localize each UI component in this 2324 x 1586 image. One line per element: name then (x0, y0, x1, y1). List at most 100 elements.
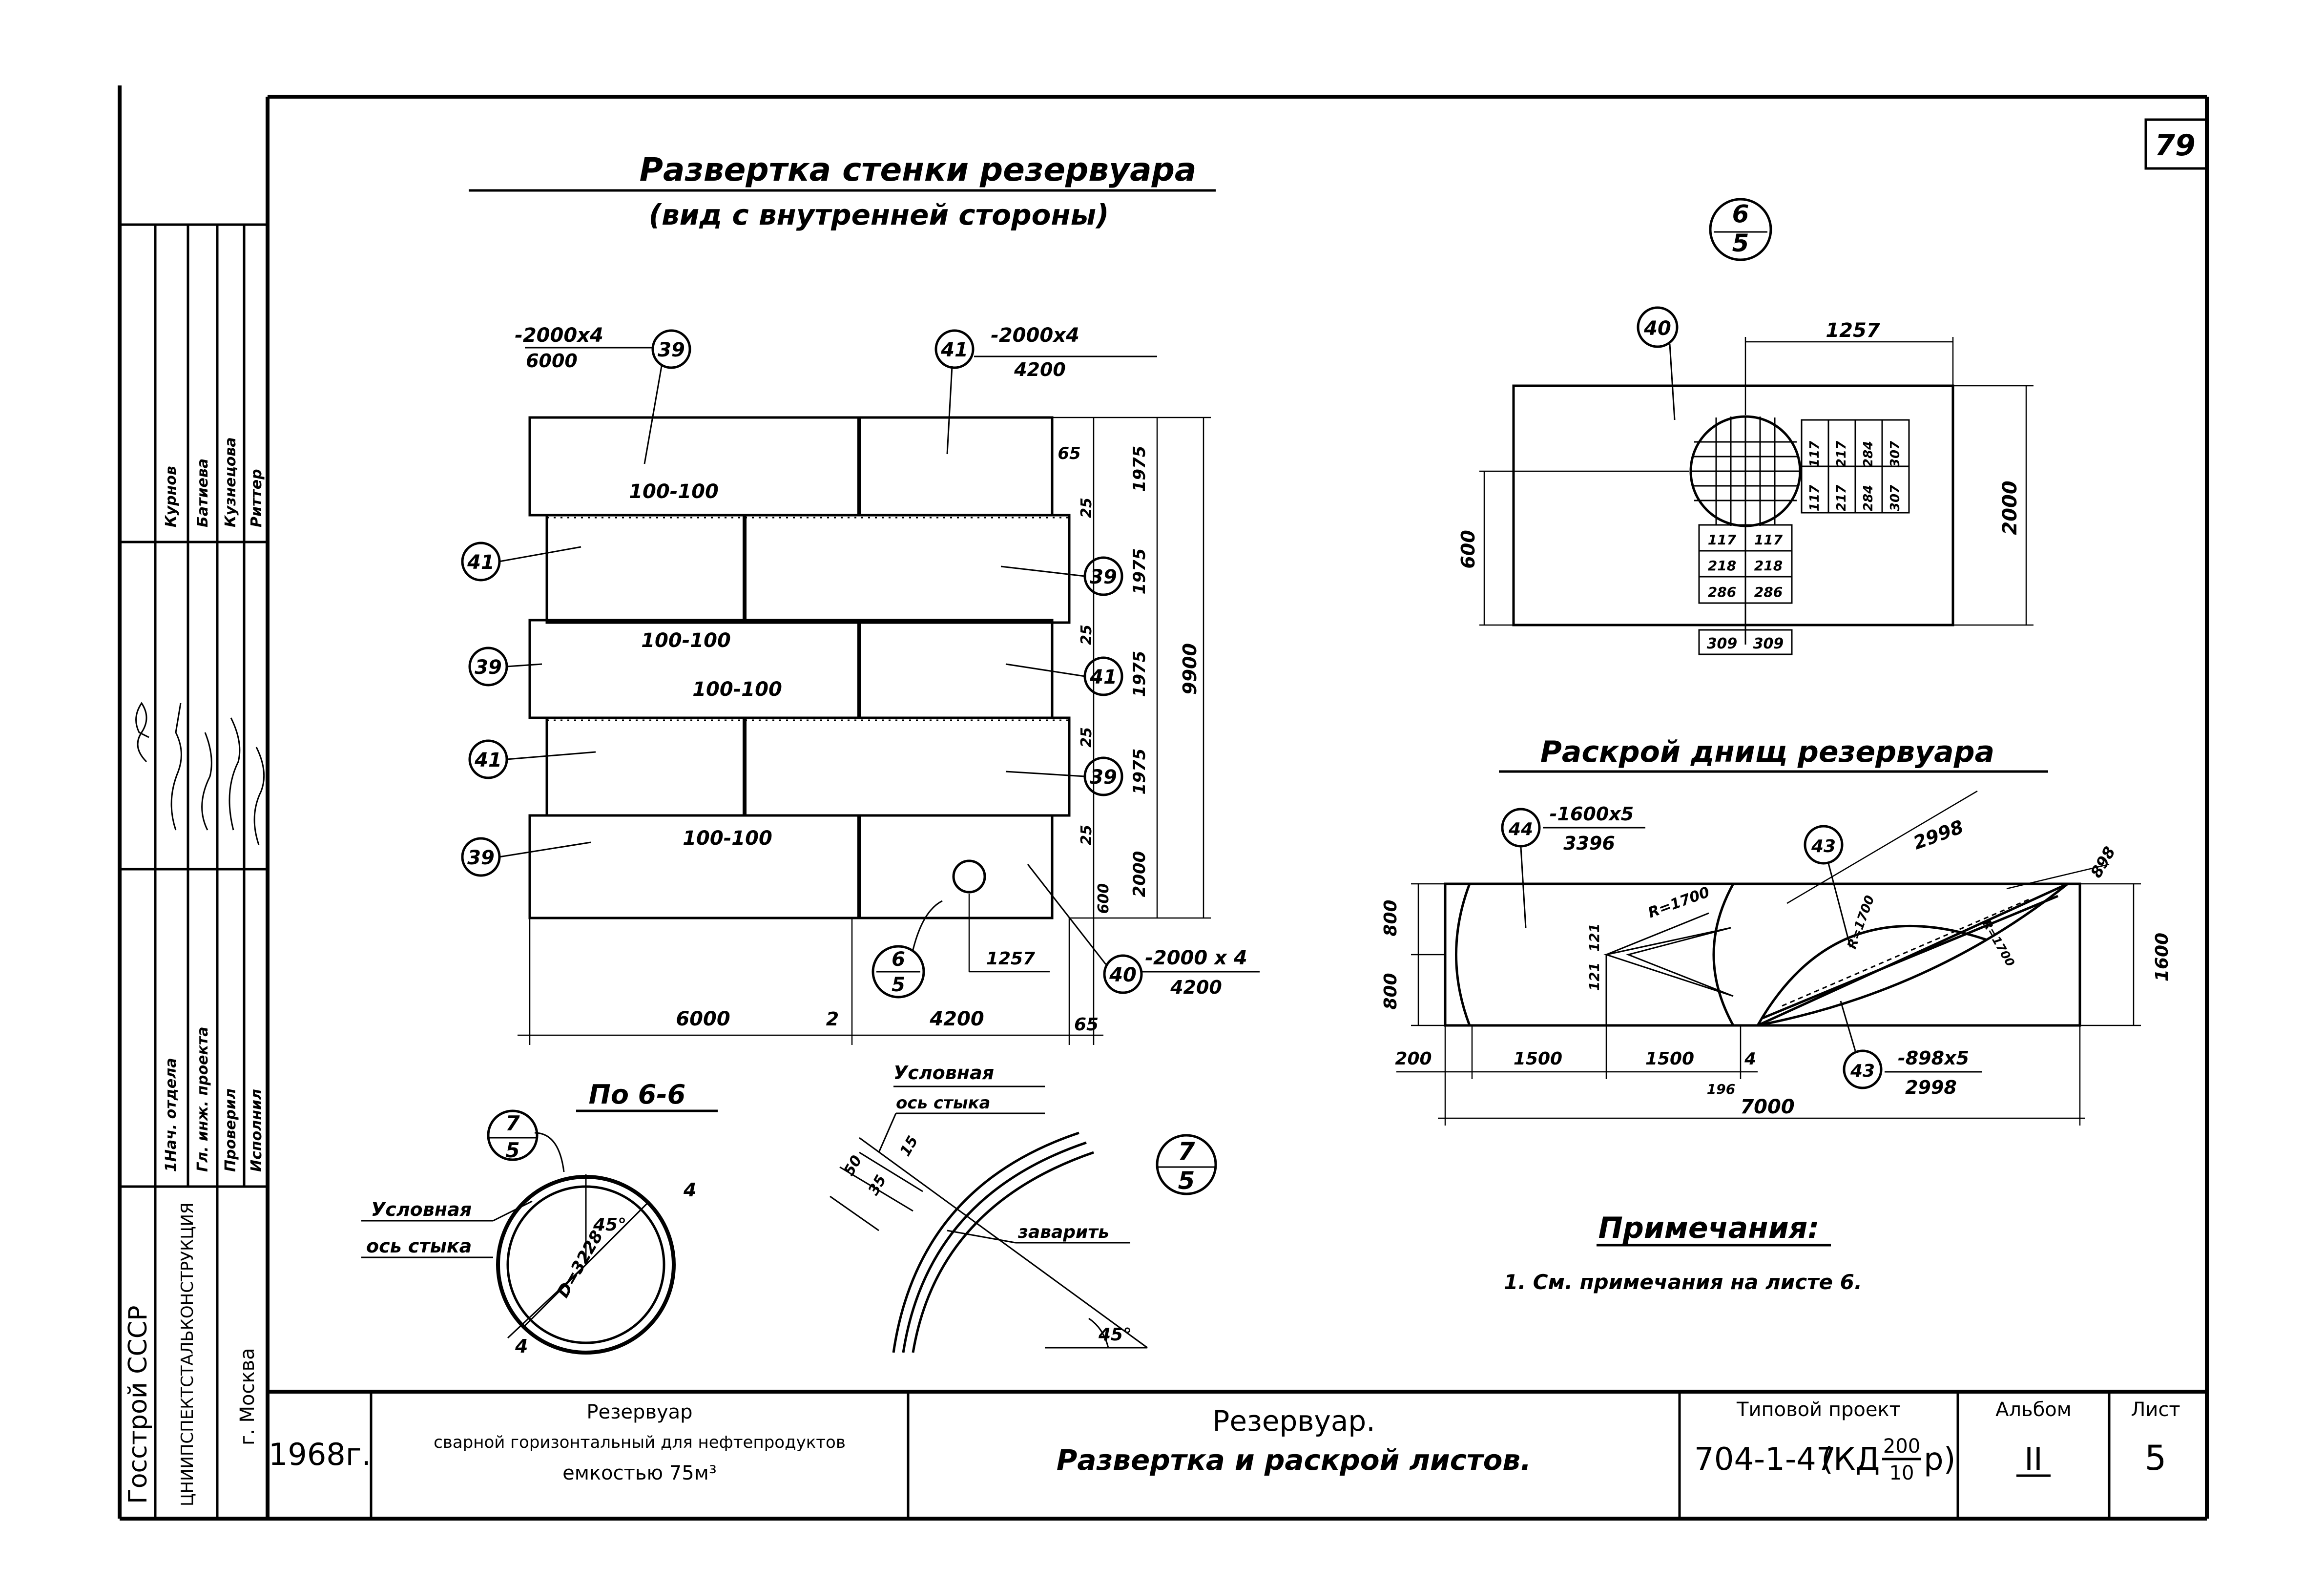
plate-40-len: 4200 (1170, 977, 1222, 998)
title-block: 1968г. Резервуар сварной горизонтальный … (268, 1390, 2207, 1519)
dim-right-65: 65 (1058, 444, 1080, 463)
dim-right-1975-4: 1975 (1130, 749, 1149, 795)
sheet-value: 5 (2145, 1438, 2167, 1478)
marker-41-left-2: 41 (468, 739, 596, 779)
stamp-name-3: Кузнецова (222, 437, 239, 527)
plate-40-thk: -2000 x 4 (1145, 947, 1247, 969)
detail75-axis-1: Условная (893, 1062, 994, 1084)
marker-39-bottom-left: 39 (461, 837, 591, 877)
dim-hole-1257: 1257 (986, 949, 1035, 969)
bottoms-m43-top: 43 (1811, 836, 1836, 856)
plate-41-len: 4200 (1014, 359, 1066, 380)
bottoms-dim-800-2: 800 (1381, 973, 1401, 1009)
detail75-marker-7: 7 (1178, 1137, 1195, 1166)
detail-dim-1257: 1257 (1826, 319, 1880, 342)
title-product-1: Резервуар (586, 1401, 692, 1423)
svg-text:286: 286 (1754, 584, 1783, 600)
plate-39-thk: -2000x4 (515, 324, 603, 347)
svg-text:218: 218 (1708, 558, 1736, 574)
dim-right-25-1: 25 (1078, 498, 1095, 518)
project-label: Типовой проект (1736, 1398, 1901, 1421)
bottoms-dim-121-1: 121 (1586, 923, 1602, 952)
marker-39-top: 39 (643, 329, 691, 464)
detail-6-5: 6 5 117 117 218 218 286 286 309 309 (1457, 198, 2034, 655)
svg-text:307: 307 (1888, 440, 1903, 467)
title-product-3: емкостью 75м³ (562, 1462, 717, 1484)
svg-text:41: 41 (474, 749, 502, 772)
bottoms-title: Раскрой днищ резервуара (1540, 735, 1994, 769)
signatures (135, 702, 265, 845)
svg-text:41: 41 (467, 551, 495, 574)
svg-text:217: 217 (1834, 484, 1849, 511)
svg-text:40: 40 (1109, 964, 1137, 986)
svg-text:309: 309 (1707, 635, 1738, 652)
svg-text:284: 284 (1861, 441, 1876, 467)
weld-label-2: 100-100 (641, 629, 731, 652)
svg-text:39: 39 (1090, 766, 1117, 789)
bottoms-m43-len: 2998 (1905, 1077, 1957, 1098)
project-suffix: (КД (1821, 1441, 1880, 1478)
stamp-role-4: Исполнил (248, 1089, 265, 1172)
dim-total-9900: 9900 (1179, 643, 1201, 695)
svg-text:5: 5 (892, 974, 905, 996)
stamp-name-2: Батиева (194, 459, 211, 527)
dim-bottom-4200: 4200 (929, 1008, 984, 1030)
section-6-6: По 6-6 7 5 45° D=3228 4 4 Условная ось с… (361, 1079, 718, 1357)
marker-41-left-1: 41 (461, 542, 581, 582)
svg-text:39: 39 (1090, 566, 1117, 588)
plate-39-len: 6000 (526, 350, 578, 372)
stamp-role-3: Проверил (222, 1088, 239, 1172)
detail-marker-40: 40 (1643, 317, 1671, 340)
detail-marker-5: 5 (1732, 229, 1749, 257)
project-number-main: 704-1-47 (1694, 1441, 1836, 1478)
album-value: II (2024, 1441, 2043, 1478)
detail-7-5: Условная ось стыка 50 35 15 заварить 45°… (830, 1062, 1217, 1353)
svg-text:6: 6 (892, 948, 905, 971)
marker-39-right-1: 39 (1000, 556, 1123, 596)
manhole-hatch (1691, 417, 1800, 526)
bottoms-dim-7000: 7000 (1740, 1096, 1794, 1118)
section-thk-1: 4 (683, 1179, 696, 1201)
dim-right-1975-1: 1975 (1130, 446, 1149, 492)
marker-39-left: 39 (468, 647, 542, 687)
stamp-name-1: Курнов (163, 466, 180, 527)
sheet-label: Лист (2131, 1398, 2180, 1421)
detail75-axis-2: ось стыка (896, 1093, 990, 1113)
detail75-angle: 45° (1098, 1325, 1132, 1345)
bottoms-dim-196: 196 (1707, 1081, 1735, 1097)
title-year: 1968г. (269, 1437, 371, 1472)
dim-bottom-6000: 6000 (676, 1008, 730, 1030)
detail75-dim-50: 50 (841, 1152, 866, 1179)
svg-text:39: 39 (467, 847, 495, 869)
svg-text:117: 117 (1754, 532, 1783, 548)
section-axis-1: Условная (371, 1199, 472, 1220)
svg-text:117: 117 (1708, 532, 1737, 548)
stamp-org-2: ЦНИИПСПЕКТСТАЛЬКОНСТРУКЦИЯ (178, 1202, 197, 1506)
marker-41-right: 41 (1005, 656, 1123, 696)
marker-39-right-2: 39 (1005, 756, 1123, 796)
bottoms-dim-200: 200 (1395, 1049, 1432, 1069)
main-subtitle: (вид с внутренней стороны) (648, 198, 1109, 231)
bottoms-m43-bottom: 43 (1850, 1061, 1875, 1081)
dim-right-600: 600 (1095, 883, 1112, 914)
detail75-dim-15: 15 (897, 1133, 922, 1159)
section-thk-2: 4 (515, 1336, 528, 1357)
left-stamp: 1Нач. отдела Гл. инж. проекта Проверил И… (120, 223, 268, 1519)
sheet-frame (118, 85, 2209, 1521)
svg-text:117: 117 (1807, 484, 1822, 511)
marker-40-wall: 40 (1027, 864, 1143, 994)
project-end: р) (1924, 1441, 1956, 1478)
svg-text:217: 217 (1834, 440, 1849, 467)
detail-marker-6: 6 (1732, 200, 1749, 228)
dim-right-1975-3: 1975 (1130, 651, 1149, 697)
stamp-org-1: Госстрой СССР (124, 1306, 153, 1504)
bottoms-cutting: Раскрой днищ резервуара R=1700 R=1700 R=… (1381, 735, 2172, 1126)
svg-text:39: 39 (658, 339, 685, 361)
section-marker-7: 7 (505, 1111, 520, 1135)
bottoms-m43-thk: -898x5 (1898, 1047, 1969, 1069)
dim-right-25-4: 25 (1078, 825, 1095, 845)
main-title: Развертка стенки резервуара (640, 151, 1197, 188)
bottoms-m44: 44 (1508, 819, 1533, 839)
